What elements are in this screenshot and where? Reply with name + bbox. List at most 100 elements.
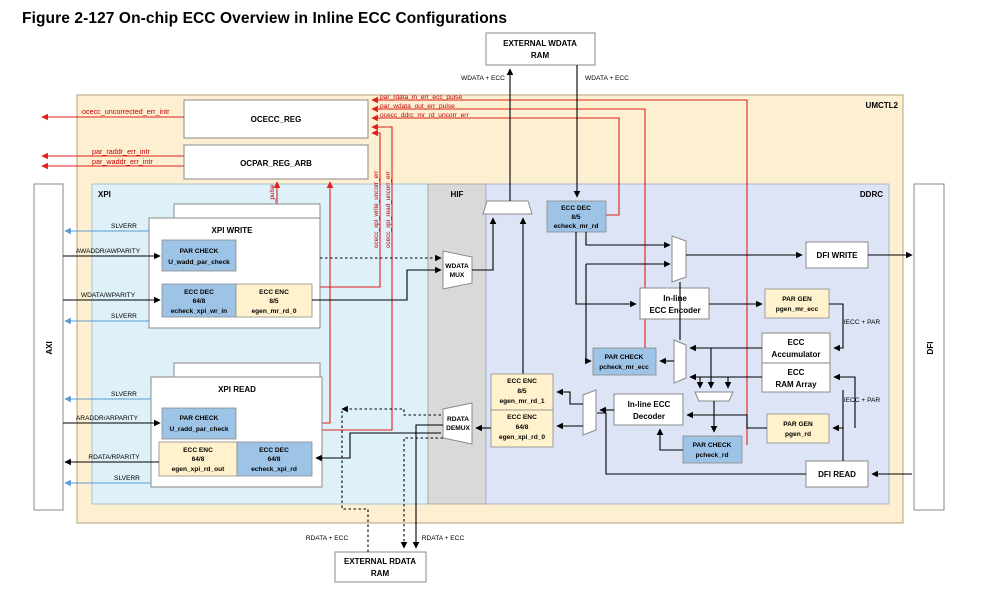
ecc-dec-mr-rd bbox=[546, 200, 607, 233]
wdata-mux bbox=[442, 250, 473, 290]
ecc-ram-array-line2: RAM Array bbox=[775, 380, 817, 389]
ieccpar-1-label: IECC + PAR bbox=[844, 319, 881, 326]
slverr-4-label: SLVERR bbox=[114, 475, 140, 482]
dfi-read-to-par-gen bbox=[832, 424, 844, 461]
slverr-2-label: SLVERR bbox=[111, 313, 137, 320]
ecc-dec-mr-rd-line1: ECC DEC bbox=[561, 205, 591, 212]
ecc-mux bbox=[673, 339, 687, 384]
inline-ecc-decoder bbox=[613, 393, 684, 426]
par-rdata-in-err-ecc-pulse-line bbox=[371, 96, 748, 445]
par-gen-rd-to-ram-array bbox=[833, 373, 856, 428]
ecc-enc-xpi-rd-out-line1: ECC ENC bbox=[183, 447, 213, 454]
par-check-mr-ecc-line2: pcheck_mr_ecc bbox=[599, 364, 649, 371]
axi-block bbox=[33, 183, 64, 511]
ocecc-ddrc-mr-rd-uncorr-err-label: ocecc_ddrc_mr_rd_uncorr_err bbox=[380, 112, 469, 119]
ecc-enc-xpi-rd-out bbox=[158, 441, 238, 477]
external-rdata-ram-line2: RAM bbox=[371, 569, 390, 578]
ecc-enc-xpi-rd-0-line3: egen_xpi_rd_0 bbox=[499, 434, 546, 441]
ecc-enc-xpi-rd-0-line2: 64/8 bbox=[516, 424, 529, 431]
figure-title: Figure 2-127 On-chip ECC Overview in Inl… bbox=[22, 10, 508, 27]
rdata-demux-to-external-rdata-ram bbox=[412, 424, 443, 549]
ocecc-ddrc-mr-rd-uncorr-err-line bbox=[371, 114, 620, 216]
inline-ecc-decoder-line1: In-line ECC bbox=[628, 400, 671, 409]
external-wdata-ram-line2: RAM bbox=[531, 51, 550, 60]
rdata-demux-to-external-rdata-ram-dashed bbox=[400, 437, 443, 549]
ecc-accumulator-line2: Accumulator bbox=[772, 350, 821, 359]
hif-region bbox=[427, 183, 487, 505]
par-gen-mr-ecc-line2: pgen_mr_ecc bbox=[776, 306, 819, 313]
par-check-mr-ecc bbox=[592, 347, 657, 376]
ecc-enc-xpi-rd-out-line2: 64/8 bbox=[192, 456, 205, 463]
par-wdata-out-err-pulse-label: par_wdata_out_err_pulse bbox=[380, 103, 455, 110]
inline-ecc-encoder-line1: In-line bbox=[663, 294, 687, 303]
rdata-demux-line1: RDATA bbox=[447, 416, 469, 423]
par-gen-to-accumulator bbox=[829, 303, 844, 352]
rdata-ecc-right-label: RDATA + ECC bbox=[422, 535, 465, 542]
par-check-radd-line1: PAR CHECK bbox=[180, 415, 219, 422]
ecc-accumulator bbox=[761, 332, 831, 364]
ecc-dec-mr-rd-line3: echeck_mr_rd bbox=[554, 223, 599, 230]
par-check-rd bbox=[682, 435, 743, 464]
par-raddr-err-intr-label: par_raddr_err_intr bbox=[92, 147, 151, 156]
par-rdata-in-err-ecc-pulse-label: par_rdata_in_err_ecc_pulse bbox=[380, 94, 462, 101]
external-rdata-ram-to-xpi bbox=[341, 411, 369, 552]
ecc-dec-xpi-rd-line1: ECC DEC bbox=[259, 447, 289, 454]
ecc-dec-mr-rd-to-dfi-mux bbox=[585, 232, 671, 249]
ocecc-uncorrected-err-intr-label: ocecc_uncorrected_err_intr bbox=[82, 107, 170, 116]
ecc-enc-mr-rd-1-line2: 8/5 bbox=[517, 388, 526, 395]
wdata-mux-line1: WDATA bbox=[445, 263, 469, 270]
par-check-wadd-line2: U_wadd_par_check bbox=[168, 259, 230, 266]
ecc-enc-xpi-rd-out-line3: egen_xpi_rd_out bbox=[172, 466, 226, 473]
inline-ecc-encoder-line2: ECC Encoder bbox=[649, 306, 700, 315]
ecc-dec-xpi-rd bbox=[236, 441, 313, 477]
awaddr-label: AWADDR/AWPARITY bbox=[76, 248, 141, 255]
rdata-label: RDATA/RPARITY bbox=[88, 454, 140, 461]
wdata-mux-line2: MUX bbox=[450, 272, 465, 279]
ecc-enc-mr-rd-1-line1: ECC ENC bbox=[507, 378, 537, 385]
external-rdata-ram bbox=[334, 551, 427, 583]
par-check-rd-to-decoder bbox=[656, 428, 683, 451]
araddr-label: ARADDR/ARPARITY bbox=[76, 415, 139, 422]
wdata-ecc-left-label: WDATA + ECC bbox=[461, 75, 505, 82]
axi-label: AXI bbox=[45, 341, 54, 354]
par-gen-mr-ecc bbox=[764, 288, 830, 319]
ocecc-reg bbox=[183, 99, 369, 139]
ocpar-reg-arb bbox=[183, 144, 369, 180]
ieccpar-2-label: IECC + PAR bbox=[844, 397, 881, 404]
ecc-enc-mr-rd-0-line2: 8/5 bbox=[269, 298, 278, 305]
dfi-label: DFI bbox=[926, 342, 935, 355]
par-check-wadd bbox=[161, 239, 237, 272]
ddrc-label: DDRC bbox=[860, 190, 883, 199]
dfi-block bbox=[913, 183, 945, 511]
par-gen-rd-to-decoder bbox=[686, 411, 767, 429]
umctl2-label: UMCTL2 bbox=[866, 101, 899, 110]
ecc-enc-mr-rd-0-line3: egen_mr_rd_0 bbox=[251, 308, 296, 315]
ocecc-reg-label: OCECC_REG bbox=[251, 115, 302, 124]
xpi-read-title: XPI READ bbox=[218, 385, 256, 394]
hif-label: HIF bbox=[451, 190, 464, 199]
dfi-write-label: DFI WRITE bbox=[817, 251, 859, 260]
ecc-enc-to-wdata-mux bbox=[312, 266, 442, 301]
ecc-enc-mr-rd-1-line3: egen_mr_rd_1 bbox=[499, 398, 544, 405]
external-rdata-ram-line1: EXTERNAL RDATA bbox=[344, 557, 416, 566]
xpi-label: XPI bbox=[98, 190, 111, 199]
par-gen-rd bbox=[766, 413, 830, 444]
ecc-dec-xpi-wr-in-line2: 64/8 bbox=[193, 298, 206, 305]
ocecc-xpi-read-uncorr-err-label: ocecc_xpi_read_uncorr_err bbox=[385, 171, 392, 248]
xpi-read-shadow bbox=[173, 362, 321, 378]
ecc-dec-xpi-wr-in-line1: ECC DEC bbox=[184, 289, 214, 296]
rdata-demux-to-xpi-dashed bbox=[341, 405, 441, 416]
ecc-enc-xpi-rd-0 bbox=[490, 409, 554, 448]
par-check-rd-line2: pcheck_rd bbox=[696, 452, 729, 459]
wdata-mux-to-top-mux bbox=[472, 217, 497, 271]
decoder-demux bbox=[582, 389, 597, 436]
inline-ecc-encoder bbox=[639, 287, 710, 320]
dfi-read-label: DFI READ bbox=[818, 470, 856, 479]
ocpar-reg-arb-label: OCPAR_REG_ARB bbox=[240, 159, 312, 168]
xpi-write-title: XPI WRITE bbox=[212, 226, 254, 235]
ecc-dec-mr-rd-line2: 8/5 bbox=[571, 214, 580, 221]
par-gen-rd-line2: pgen_rd bbox=[785, 431, 811, 438]
par-check-wadd-line1: PAR CHECK bbox=[180, 248, 219, 255]
ecc-enc-mr-rd-0 bbox=[235, 283, 313, 318]
